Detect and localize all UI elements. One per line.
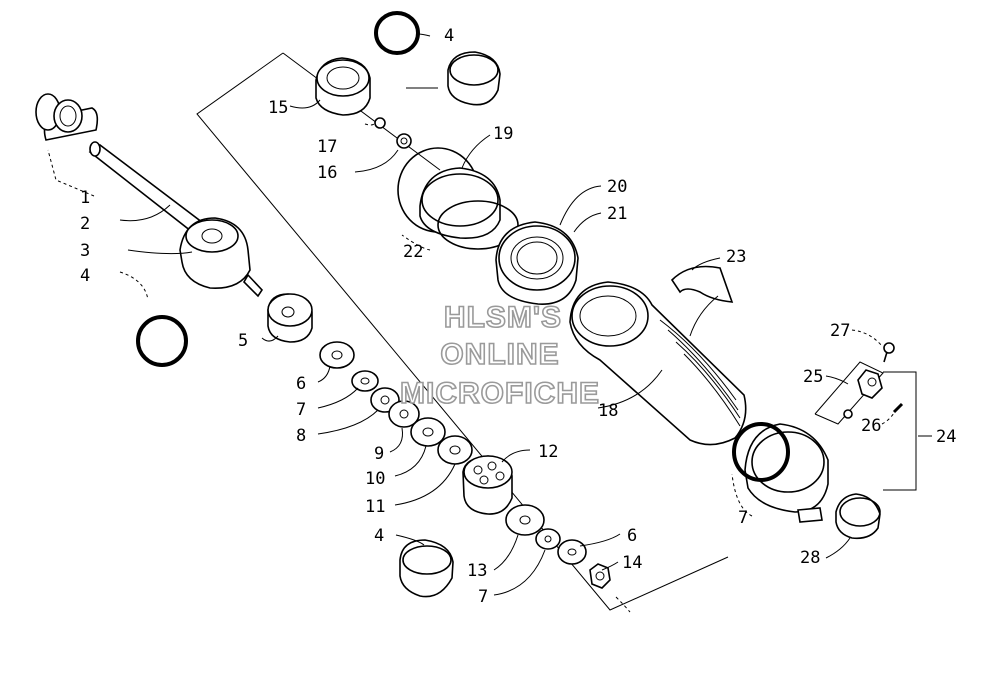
callout-label: 11 [365,497,385,517]
part-bushing [35,93,99,141]
callout-label: 21 [607,204,627,224]
part-end-bushing [835,493,881,540]
callout-label: 18 [598,401,618,421]
part-piston [462,455,513,515]
bracket-line-top [282,52,441,171]
part-valve [396,133,412,149]
callout-label: 5 [238,331,248,351]
callout-label: 6 [296,374,306,394]
part-piston-band [399,539,454,598]
callout-label: 4 [444,26,454,46]
watermark-line-2: ONLINE [440,338,559,371]
part-adjuster-nut [495,221,579,305]
callout-label: 17 [317,137,337,157]
callout-label: 27 [830,321,850,341]
callout-label: 28 [800,548,820,568]
part-reservoir-cap [315,57,371,116]
callout-label: 15 [268,98,288,118]
callout-label: 16 [317,163,337,183]
part-o-ring [136,315,188,367]
callout-label: 4 [80,266,90,286]
part-shaft-eye [179,217,264,298]
callout-label: 1 [80,188,90,208]
lower-washers [505,504,611,589]
callout-label: 10 [365,469,385,489]
callout-label: 14 [622,553,642,573]
callout-label: 9 [374,444,384,464]
callout-label: 6 [627,526,637,546]
part-shock-body [569,281,747,446]
callout-label: 12 [538,442,558,462]
part-clip [670,265,734,303]
leader-lines [47,33,932,613]
part-bold-o-ring [732,422,790,482]
callout-label: 24 [936,427,956,447]
callout-label: 23 [726,247,746,267]
callout-label: 7 [296,400,306,420]
part-upper-band [447,51,501,106]
callout-label: 2 [80,214,90,234]
callout-label: 7 [738,508,748,528]
valve-assembly-box [814,361,884,425]
callout-label: 19 [493,124,513,144]
callout-label: 22 [403,242,423,262]
callout-label: 13 [467,561,487,581]
callout-label: 7 [478,587,488,607]
watermark-line-1: HLSM'S [444,301,562,334]
callout-label: 3 [80,241,90,261]
valve-bracket [883,371,917,491]
washer-stack [319,341,473,465]
watermark-line-3: MICROFICHE [400,377,600,410]
callout-label: 4 [374,526,384,546]
part-top-o-ring [374,11,420,55]
watermark: HLSM'S ONLINE MICROFICHE [399,300,600,411]
part-ball [374,117,386,129]
callout-labels: 1 2 3 4 5 6 7 8 9 10 11 4 13 7 12 6 14 1… [80,26,956,607]
part-seal-rings [397,147,519,250]
callout-label: 8 [296,426,306,446]
callout-label: 25 [803,367,823,387]
subassembly-bracket [196,52,729,611]
part-valve-fitting [843,369,883,419]
part-screw [883,342,895,363]
callout-label: 20 [607,177,627,197]
part-end-cap [744,423,829,523]
callout-label: 26 [861,416,881,436]
part-bumper [267,293,313,343]
